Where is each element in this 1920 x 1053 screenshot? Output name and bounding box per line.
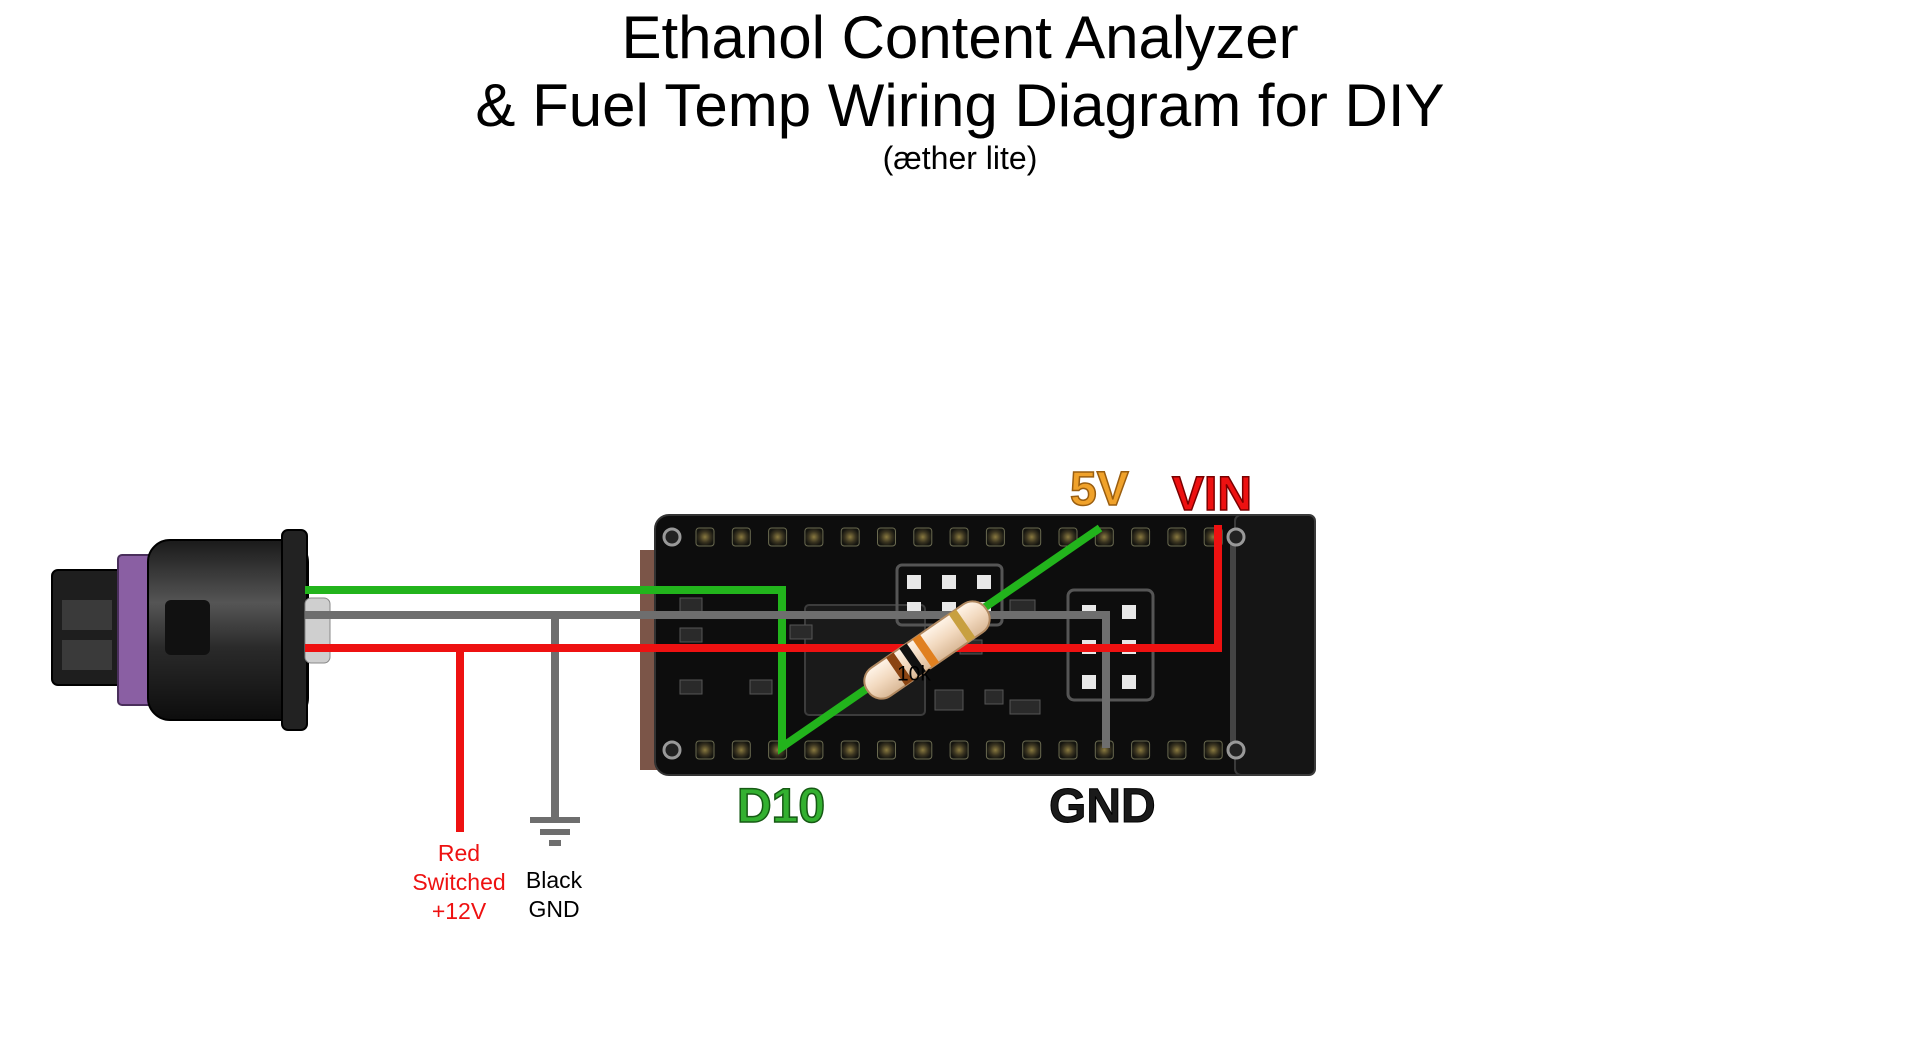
header-bottom-pin [731, 740, 751, 760]
pullup-resistor-10k: 10k [863, 600, 991, 700]
header-bottom-pin [985, 740, 1005, 760]
header-bottom-pin [695, 740, 715, 760]
diagram-title-line-1: Ethanol Content Analyzer [621, 4, 1299, 71]
usb-port [1234, 514, 1316, 776]
header-top-pin [1131, 527, 1151, 547]
header-bottom-pin [877, 740, 896, 760]
header-pins-top [695, 527, 1223, 547]
header-bottom-pin [1167, 740, 1187, 760]
connector-boot [304, 597, 331, 664]
header-top-pin [877, 527, 896, 547]
diagram-subtitle: (æther lite) [882, 140, 1038, 176]
mounting-hole-top-left [662, 527, 682, 547]
header-top-pin [695, 527, 715, 547]
header-top-pin [1022, 527, 1042, 547]
header-bottom-pin [1203, 740, 1223, 760]
ground-wire-gray-to-gnd [305, 611, 1110, 748]
connector-flange [281, 529, 308, 731]
red-wire-label-line-2: Switched [412, 869, 505, 895]
header-bottom-pin [1131, 740, 1151, 760]
pin-label-5v: 5V [1070, 463, 1129, 516]
header-bottom-pin [804, 740, 824, 760]
red-wire-label: Red Switched +12V [412, 840, 505, 924]
header-top-pin [949, 527, 969, 547]
header-top-pin [913, 527, 933, 547]
black-wire-label: Black GND [526, 867, 583, 922]
header-top-pin [985, 527, 1005, 547]
header-top-pin [768, 527, 788, 547]
header-bottom-pin [1058, 740, 1078, 760]
power-wire-red-to-vin [305, 525, 1222, 652]
ground-symbol-icon [530, 817, 580, 846]
mounting-hole-top-right [1226, 527, 1246, 547]
pin-label-gnd: GND [1049, 780, 1156, 833]
header-bottom-pin [913, 740, 933, 760]
resistor-value-label: 10k [897, 662, 931, 685]
header-top-pin [804, 527, 824, 547]
header-top-pin [731, 527, 751, 547]
header-bottom-pin [840, 740, 860, 760]
red-wire-label-line-3: +12V [432, 898, 487, 924]
black-wire-label-line-2: GND [528, 896, 579, 922]
sensor-connector [51, 529, 331, 731]
header-top-pin [1167, 527, 1187, 547]
header-top-pin [840, 527, 860, 547]
pin-label-vin: VIN [1172, 468, 1252, 521]
diagram-title-line-2: & Fuel Temp Wiring Diagram for DIY [475, 72, 1445, 139]
header-bottom-pin [949, 740, 969, 760]
red-wire-label-line-1: Red [438, 840, 480, 866]
black-wire-label-line-1: Black [526, 867, 583, 893]
pin-label-d10: D10 [737, 780, 825, 833]
mounting-hole-bottom-left [662, 740, 682, 760]
header-bottom-pin [1022, 740, 1042, 760]
mounting-hole-bottom-right [1226, 740, 1246, 760]
header-pins-bottom [695, 740, 1223, 760]
